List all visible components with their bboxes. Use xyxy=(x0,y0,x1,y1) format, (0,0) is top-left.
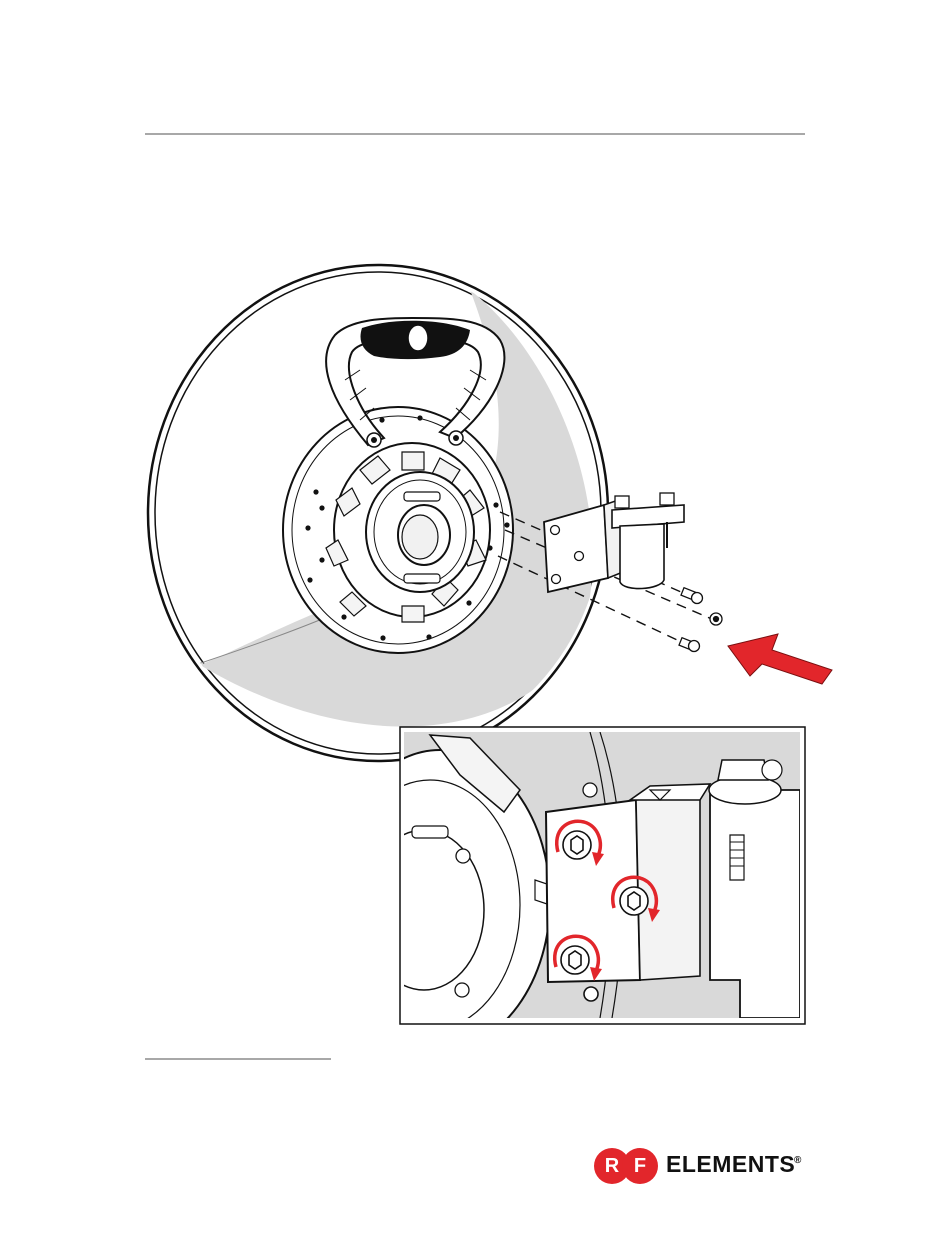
hex-bolt-icon xyxy=(679,588,722,652)
brand-logo: R F ELEMENTS ® xyxy=(592,1145,807,1191)
registered-mark: ® xyxy=(794,1155,801,1166)
brand-name: ELEMENTS xyxy=(666,1151,795,1178)
rear-plate xyxy=(283,407,513,653)
top-divider xyxy=(145,133,805,135)
push-arrow-icon xyxy=(728,634,832,684)
bottom-divider xyxy=(145,1058,331,1060)
detail-inset xyxy=(330,727,805,1040)
brand-f-mark: F xyxy=(622,1148,658,1184)
assembly-illustration xyxy=(140,260,840,1040)
